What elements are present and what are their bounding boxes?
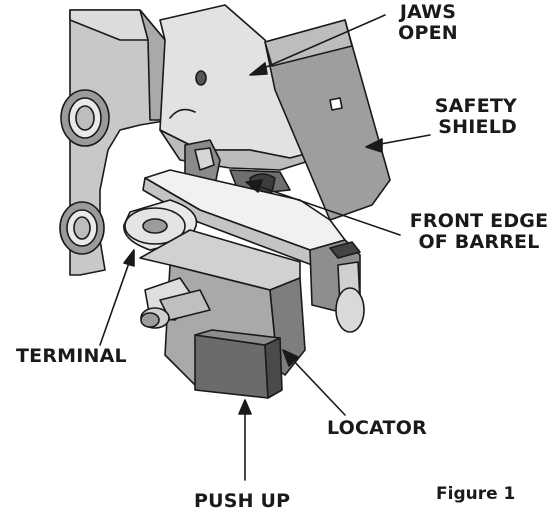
jaws-open-leader bbox=[254, 14, 386, 73]
push-up-label: PUSH UP bbox=[194, 490, 291, 512]
figure-caption: Figure 1 bbox=[436, 484, 516, 504]
push-up-plunger bbox=[194, 329, 283, 399]
terminal-leader bbox=[99, 259, 131, 346]
barrel-guide bbox=[142, 169, 365, 333]
upper-bolt-head bbox=[60, 89, 110, 147]
locator-label: LOCATOR bbox=[327, 417, 427, 439]
locator-screw bbox=[140, 277, 211, 329]
lower-bolt-head bbox=[59, 201, 105, 255]
front-edge-leader bbox=[254, 184, 401, 236]
locator-leader bbox=[289, 356, 346, 416]
leader-lines bbox=[99, 14, 431, 481]
terminal-label: TERMINAL bbox=[16, 345, 127, 367]
safety-shield-label: SAFETY SHIELD bbox=[434, 95, 517, 138]
safety-shield-leader bbox=[374, 134, 431, 146]
jaws-open-label: JAWS OPEN bbox=[398, 1, 458, 44]
front-edge-of-barrel-label: FRONT EDGE OF BARREL bbox=[409, 210, 549, 253]
safety-shield bbox=[264, 19, 391, 221]
